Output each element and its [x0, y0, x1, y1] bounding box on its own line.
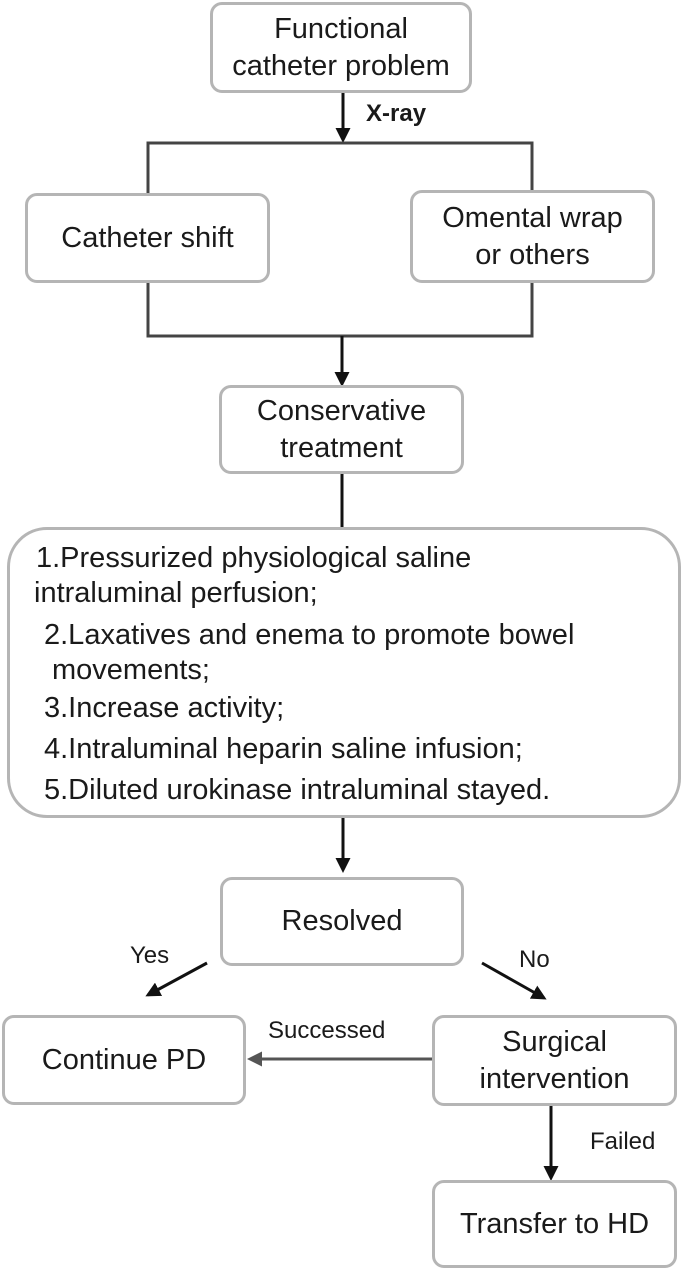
treatment-item-1-line2: intraluminal perfusion;	[34, 577, 318, 609]
node-start-line1: Functional	[274, 13, 408, 46]
node-surgical-intervention: Surgical intervention	[432, 1015, 677, 1106]
node-surgical-line1: Surgical	[502, 1026, 607, 1059]
top-bracket	[146, 141, 534, 193]
node-start-line2: catheter problem	[232, 49, 450, 82]
node-transfer-hd-label: Transfer to HD	[459, 1207, 650, 1240]
node-functional-catheter-problem: Functional catheter problem	[210, 2, 472, 93]
node-catheter-shift: Catheter shift	[25, 193, 270, 283]
edge-label-no: No	[519, 946, 550, 973]
node-omental-line2: or others	[475, 238, 590, 271]
treatment-item-4: 4.Intraluminal heparin saline infusion;	[44, 733, 523, 765]
edge-label-xray: X-ray	[366, 100, 427, 127]
arrow-yes	[145, 961, 208, 997]
treatment-item-2-line1: 2.Laxatives and enema to promote bowel	[44, 619, 575, 651]
treatment-list-box: 1.Pressurized physiological saline intra…	[7, 527, 681, 818]
edge-label-failed: Failed	[590, 1128, 656, 1155]
edge-label-successed: Successed	[268, 1017, 386, 1044]
node-conservative-treatment: Conservative treatment	[219, 385, 464, 474]
treatment-item-1-line1: 1.Pressurized physiological saline	[36, 542, 472, 574]
treatment-item-5: 5.Diluted urokinase intraluminal stayed.	[44, 774, 551, 806]
node-resolved-label: Resolved	[281, 905, 403, 938]
node-omental-line1: Omental wrap	[442, 202, 623, 235]
arrow-no	[481, 961, 547, 1000]
edge-label-yes: Yes	[130, 942, 170, 969]
node-surgical-line2: intervention	[479, 1062, 630, 1095]
bottom-bracket	[146, 283, 534, 338]
treatment-item-2-line2: movements;	[52, 654, 210, 686]
node-conservative-line2: treatment	[280, 431, 403, 464]
node-continue-pd-label: Continue PD	[41, 1043, 207, 1076]
treatment-item-3: 3.Increase activity;	[44, 692, 285, 724]
node-continue-pd: Continue PD	[2, 1015, 246, 1105]
node-resolved: Resolved	[220, 877, 464, 966]
node-shift-label: Catheter shift	[61, 221, 234, 254]
node-omental-wrap: Omental wrap or others	[410, 190, 655, 283]
node-conservative-line1: Conservative	[256, 395, 427, 428]
node-transfer-to-hd: Transfer to HD	[432, 1180, 677, 1268]
